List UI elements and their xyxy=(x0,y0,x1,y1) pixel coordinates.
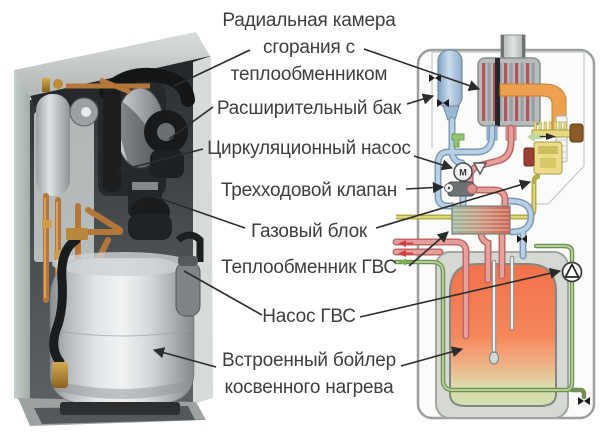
label-line: Встроенный бойлер xyxy=(222,350,396,371)
flue-duct xyxy=(103,88,121,192)
small-vessel xyxy=(36,94,70,196)
flue-edge-right xyxy=(522,35,525,61)
heat-exchanger-plates xyxy=(453,209,509,231)
callout-boiler-right xyxy=(400,346,464,367)
lower-pump-body xyxy=(128,214,172,240)
brass-tee xyxy=(66,228,88,240)
tank-bottom-shade xyxy=(54,380,190,399)
circulation-pump-symbol xyxy=(453,162,473,182)
brass-nut-1 xyxy=(42,220,52,228)
label-line: сгорания с xyxy=(263,37,355,58)
fan-body xyxy=(150,150,184,178)
callout-expansion-left xyxy=(168,106,214,140)
flow-arrow-green xyxy=(527,132,543,142)
igniter xyxy=(523,147,535,167)
label-radial-combustion-chamber: Радиальная камера сгорания с теплообменн… xyxy=(193,7,425,88)
label-circulation-pump: Циркуляционный насос xyxy=(207,138,411,159)
callout-dhwpump-left xyxy=(183,270,263,316)
tank-top xyxy=(52,252,192,276)
callout-combustion-left xyxy=(173,49,251,87)
callout-threeway-right xyxy=(405,181,445,194)
brass-fitting-2 xyxy=(53,79,63,89)
flue-edge-left xyxy=(501,35,504,61)
green-fitting xyxy=(451,133,465,148)
tank-weld xyxy=(51,329,193,337)
pressure-gauge-dot xyxy=(447,186,451,190)
callout-circpump-right xyxy=(413,155,454,171)
dhw-heat-exchanger-block xyxy=(451,205,511,235)
label-line: теплообменником xyxy=(230,64,388,85)
air-vent-valve xyxy=(472,162,488,176)
tank-sensor-bulb xyxy=(488,351,500,365)
schematic-flue xyxy=(500,34,526,62)
three-way-valve-knob xyxy=(466,183,478,195)
label-dhw-pump: Насос ГВС xyxy=(262,306,356,327)
brass-union xyxy=(52,362,68,388)
label-expansion-tank: Расширительный бак xyxy=(216,98,402,119)
valve-symbols xyxy=(429,74,590,405)
callout-combustion-right xyxy=(363,48,481,91)
dhw-pump-triangle xyxy=(564,263,580,278)
callout-circpump-left xyxy=(117,148,204,172)
callout-expansion-right xyxy=(406,93,435,105)
flue-elbow xyxy=(99,67,195,107)
label-gas-block: Газовый блок xyxy=(250,221,368,242)
dome-shadow xyxy=(112,100,165,170)
callout-gasblock-left xyxy=(152,195,246,229)
cabinet-top-slab xyxy=(14,32,210,96)
label-line: Радиальная камера xyxy=(222,10,396,31)
label-line: косвенного нагрева xyxy=(224,377,394,398)
connection-arrows xyxy=(398,240,413,266)
gas-valve-detail-1 xyxy=(538,146,558,154)
tank-plinth xyxy=(60,402,180,415)
callout-gasblock-right xyxy=(375,179,532,229)
cabinet-left-panel xyxy=(14,70,30,404)
cabinet-right-panel xyxy=(193,56,213,404)
flex-pipe xyxy=(49,235,81,367)
label-indirect-boiler: Встроенный бойлер косвенного нагрева xyxy=(193,347,425,401)
dhw-pump-cap xyxy=(178,256,198,266)
chamber-divider xyxy=(495,58,500,126)
stainless-tank xyxy=(49,257,195,405)
callout-dhwhe-right xyxy=(408,231,449,267)
flow-arrow-black xyxy=(546,133,556,140)
callout-dhwpump-right xyxy=(359,267,562,318)
fan-disc xyxy=(157,123,175,141)
label-dhw-heat-exchanger: Теплообменник ГВС xyxy=(221,257,397,278)
gas-knob xyxy=(569,123,584,143)
label-three-way-valve: Трехходовой клапан xyxy=(220,180,398,201)
copper-top-pipe xyxy=(66,77,150,95)
burner-teeth xyxy=(533,121,567,131)
brass-nut-2 xyxy=(54,250,64,258)
hydraulic-schematic: M xyxy=(392,34,596,420)
callout-lines xyxy=(117,48,562,368)
boiler-photo xyxy=(14,32,213,426)
pump-bracket xyxy=(175,231,204,262)
pump-head-dot xyxy=(81,107,91,117)
brass-fitting-1 xyxy=(42,78,50,92)
gas-valve-detail-2 xyxy=(540,158,556,168)
photo-gas-valve-top xyxy=(132,182,158,190)
pipes-green-core xyxy=(395,245,573,391)
callout-boiler-left xyxy=(152,347,217,368)
pump-letter: M xyxy=(459,168,467,178)
